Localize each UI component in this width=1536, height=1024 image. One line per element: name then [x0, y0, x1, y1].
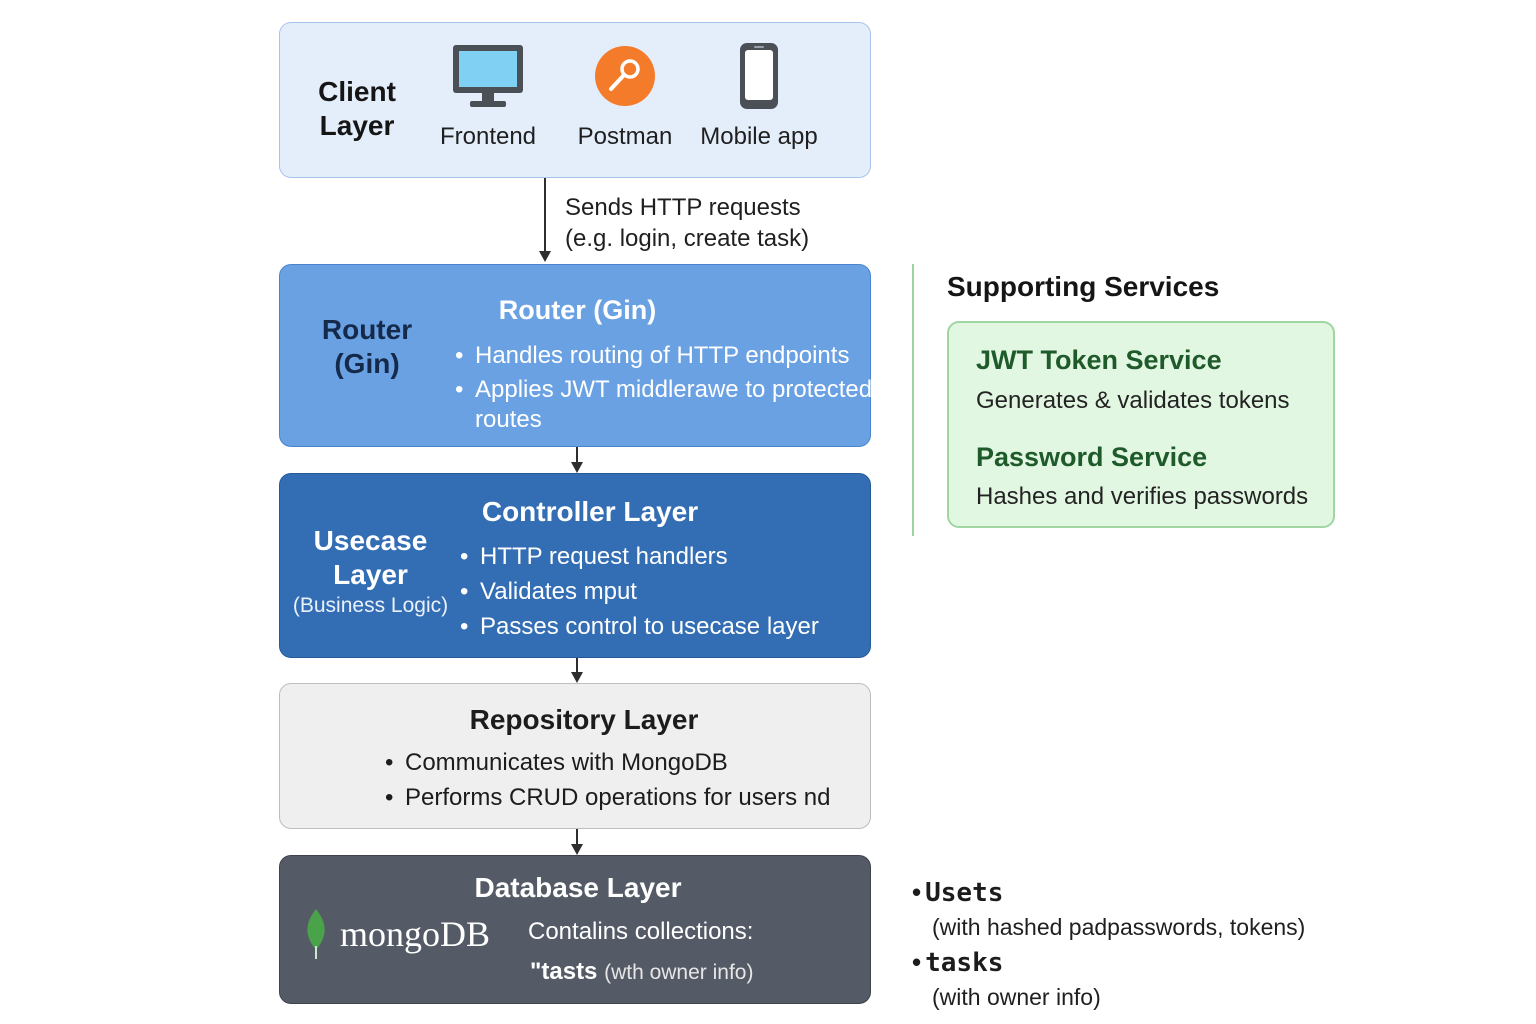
arrow-router-to-controller: [576, 447, 578, 463]
mongodb-logo-text: mongoDB: [340, 914, 491, 954]
arrow-head-router-to-controller: [571, 462, 583, 473]
client-item-label: Frontend: [439, 123, 537, 150]
http-request-note: Sends HTTP requests (e.g. login, create …: [565, 192, 809, 254]
repository-bullet: Communicates with MongoDB: [385, 748, 855, 778]
collection-item-users: •Usets (with hashed padpasswords, tokens…: [912, 877, 1305, 941]
router-bullet: Applies JWT middlerawe to protected rout…: [455, 375, 875, 435]
jwt-service-title: JWT Token Service: [976, 345, 1222, 375]
client-item-mobile-app: Mobile app: [694, 41, 824, 151]
client-item-label: Postman: [577, 123, 673, 150]
password-service-title: Password Service: [976, 442, 1208, 472]
usecase-side-label: Usecase Layer (Business Logic): [288, 524, 453, 618]
controller-bullet: Passes control to usecase layer: [460, 612, 860, 642]
bullet-dot: •: [912, 947, 922, 977]
supporting-services-box: JWT Token Service Generates & validates …: [947, 321, 1335, 528]
router-bullets: Handles routing of HTTP endpoints Applie…: [455, 341, 875, 439]
collection-note: (with hashed padpasswords, tokens): [932, 914, 1306, 940]
router-side-title: Router (Gin): [321, 314, 413, 379]
arrow-controller-to-repository: [576, 658, 578, 673]
bullet-dot: •: [912, 877, 922, 907]
mongodb-logo: mongoDB: [302, 908, 490, 960]
arrow-head-controller-to-repository: [571, 672, 583, 683]
arrow-repository-to-database: [576, 829, 578, 845]
client-item-frontend: Frontend: [423, 41, 553, 151]
monitor-icon: [453, 45, 523, 107]
http-note-line-2: (e.g. login, create task): [565, 225, 810, 252]
postman-icon: [595, 46, 655, 106]
router-title: Router (Gin): [498, 295, 657, 325]
database-title: Database Layer: [474, 872, 682, 903]
controller-bullet: HTTP request handlers: [460, 542, 860, 572]
collection-note: (with owner info): [932, 984, 1101, 1010]
mobile-phone-icon: [740, 43, 778, 109]
database-tasks-note: (wth owner info): [604, 961, 754, 984]
arrow-head-client-to-router: [539, 251, 551, 262]
client-layer-title: Client Layer: [318, 76, 396, 141]
usecase-side-title: Usecase Layer: [313, 525, 428, 590]
collection-item-tasks: •tasks (with owner info): [912, 947, 1101, 1011]
controller-bullet: Validates mput: [460, 577, 860, 607]
repository-title: Repository Layer: [469, 704, 699, 735]
repository-bullet: Performs CRUD operations for users nd: [385, 783, 855, 813]
controller-title: Controller Layer: [481, 496, 699, 527]
controller-bullets: HTTP request handlers Validates mput Pas…: [460, 542, 860, 647]
client-item-postman: Postman: [560, 41, 690, 151]
database-layer-box: Database Layer mongoDB Contalins collect…: [279, 855, 871, 1004]
client-item-label: Mobile app: [700, 123, 818, 150]
usecase-side-subtitle: (Business Logic): [292, 594, 449, 617]
repository-bullets: Communicates with MongoDB Performs CRUD …: [385, 748, 855, 818]
database-contains-label: Contalins collections:: [528, 918, 754, 945]
client-layer-box: Client Layer Frontend Postman: [279, 22, 871, 178]
router-layer-box: Router (Gin) Router (Gin) Handles routin…: [279, 264, 872, 447]
mongodb-leaf-icon: [307, 909, 325, 959]
supporting-services-title: Supporting Services: [947, 271, 1220, 302]
supporting-divider: [912, 264, 914, 536]
jwt-service-description: Generates & validates tokens: [976, 387, 1290, 414]
arrow-client-to-router: [544, 178, 546, 252]
http-note-line-1: Sends HTTP requests: [565, 194, 801, 221]
collection-name: tasks: [925, 948, 1004, 978]
database-tasks-entry: "tasts (wth owner info): [530, 958, 753, 986]
router-bullet: Handles routing of HTTP endpoints: [455, 341, 875, 371]
repository-layer-box: Repository Layer Communicates with Mongo…: [279, 683, 871, 829]
password-service-description: Hashes and verifies passwords: [976, 483, 1309, 510]
collection-name: Usets: [925, 878, 1004, 908]
controller-layer-box: Usecase Layer (Business Logic) Controlle…: [279, 473, 871, 658]
arrow-head-repository-to-database: [571, 844, 583, 855]
database-tasks-name: "tasts: [530, 958, 598, 985]
